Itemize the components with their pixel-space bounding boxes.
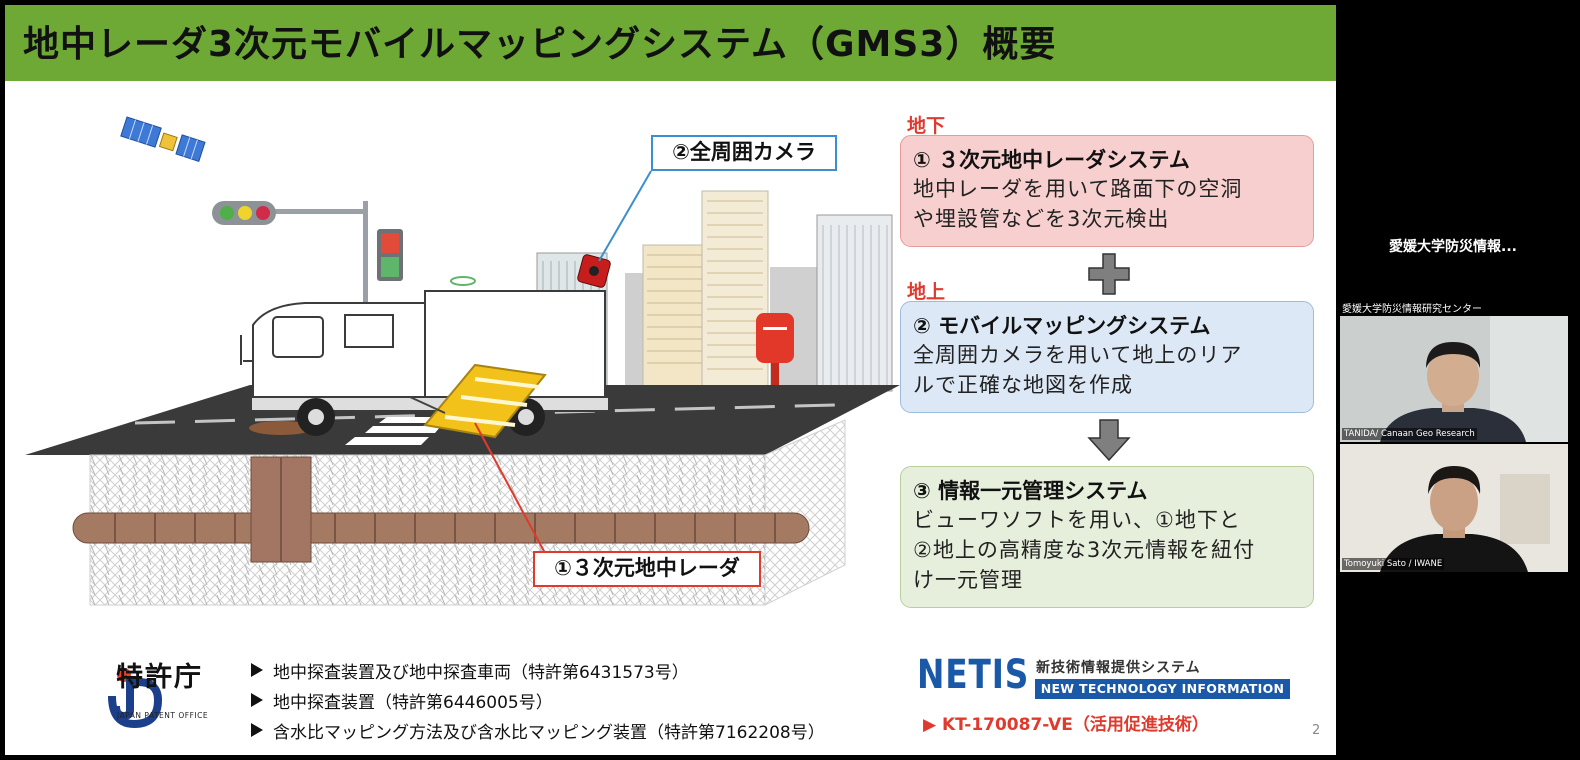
jpo-name: 特許庁 — [116, 662, 203, 693]
info-management-box: ③ 情報一元管理システム ビューワソフトを用い、①地下と ②地上の高精度な3次元… — [900, 466, 1314, 608]
box-desc-line: 地中レーダを用いて路面下の空洞 — [913, 177, 1243, 201]
box-desc-line: け一元管理 — [913, 568, 1023, 592]
camera-callout: ②全周囲カメラ — [651, 135, 837, 171]
netis-code: ▶ KT-170087-VE（活用促進技術） — [923, 715, 1209, 735]
triangle-bullet-icon — [251, 723, 263, 737]
survey-truck — [240, 276, 610, 412]
list-item: 地中探査装置（特許第6446005号） — [251, 685, 825, 715]
participant-name: TANIDA/ Canaan Geo Research — [1342, 428, 1477, 440]
box-title: ③ 情報一元管理システム — [913, 479, 1148, 503]
box-desc-line: ②地上の高精度な3次元情報を紐付 — [913, 538, 1256, 562]
triangle-bullet-icon — [251, 693, 263, 707]
org-label: 愛媛大学防災情報研究センター — [1342, 304, 1482, 315]
box-desc-line: 全周囲カメラを用いて地上のリア — [913, 343, 1243, 367]
mobile-mapping-box: ② モバイルマッピングシステム 全周囲カメラを用いて地上のリア ルで正確な地図を… — [900, 301, 1314, 413]
box-desc-line: ルで正確な地図を作成 — [913, 373, 1133, 397]
slide: 地中レーダ3次元モバイルマッピングシステム（GMS3）概要 — [5, 5, 1336, 755]
participant-tile[interactable]: Tomoyuki Sato / IWANE — [1340, 444, 1568, 572]
ground-radar-unit — [409, 363, 547, 439]
buried-pipe — [72, 421, 810, 563]
netis-logo: NETIS — [917, 652, 1030, 698]
box-desc-line: ビューワソフトを用い、①地下と — [913, 508, 1241, 532]
radar-system-box: ① ３次元地中レーダシステム 地中レーダを用いて路面下の空洞 や埋設管などを3次… — [900, 135, 1314, 247]
plus-icon — [1088, 253, 1130, 295]
radar-callout: ①３次元地中レーダ — [533, 551, 761, 587]
arrow-down-icon — [1087, 419, 1131, 462]
participant-video — [1340, 444, 1568, 572]
slide-title: 地中レーダ3次元モバイルマッピングシステム（GMS3）概要 — [23, 24, 1057, 65]
panoramic-camera-icon — [577, 254, 611, 288]
jpo-logo-icon — [108, 668, 163, 728]
netis-en-name: NEW TECHNOLOGY INFORMATION SYSTEM — [1035, 679, 1290, 716]
netis-jp-name: 新技術情報提供システム — [1036, 660, 1201, 676]
page-number: 2 — [1312, 723, 1321, 738]
box-title: ① ３次元地中レーダシステム — [913, 148, 1190, 172]
underground-label: 地下 — [907, 115, 946, 137]
box-title: ② モバイルマッピングシステム — [913, 314, 1211, 338]
mapping-system-illustration — [25, 116, 900, 606]
patent-list: 地中探査装置及び地中探査車両（特許第6431573号） 地中探査装置（特許第64… — [251, 655, 825, 745]
box-desc-line: や埋設管などを3次元検出 — [913, 207, 1170, 231]
postbox-icon — [756, 313, 794, 387]
list-item: 含水比マッピング方法及び含水比マッピング装置（特許第7162208号） — [251, 715, 825, 745]
triangle-bullet-icon — [251, 663, 263, 677]
participant-tile[interactable]: TANIDA/ Canaan Geo Research — [1340, 316, 1568, 442]
meeting-name[interactable]: 愛媛大学防災情報... — [1389, 239, 1517, 255]
traffic-light-icon — [212, 201, 403, 391]
satellite-icon — [120, 116, 206, 162]
participant-video — [1340, 316, 1568, 442]
participant-name: Tomoyuki Sato / IWANE — [1342, 558, 1445, 570]
title-bar — [5, 5, 1336, 81]
list-item: 地中探査装置及び地中探査車両（特許第6431573号） — [251, 655, 825, 685]
jpo-sub: JAPAN PATENT OFFICE — [117, 711, 209, 720]
aboveground-label: 地上 — [907, 281, 946, 303]
